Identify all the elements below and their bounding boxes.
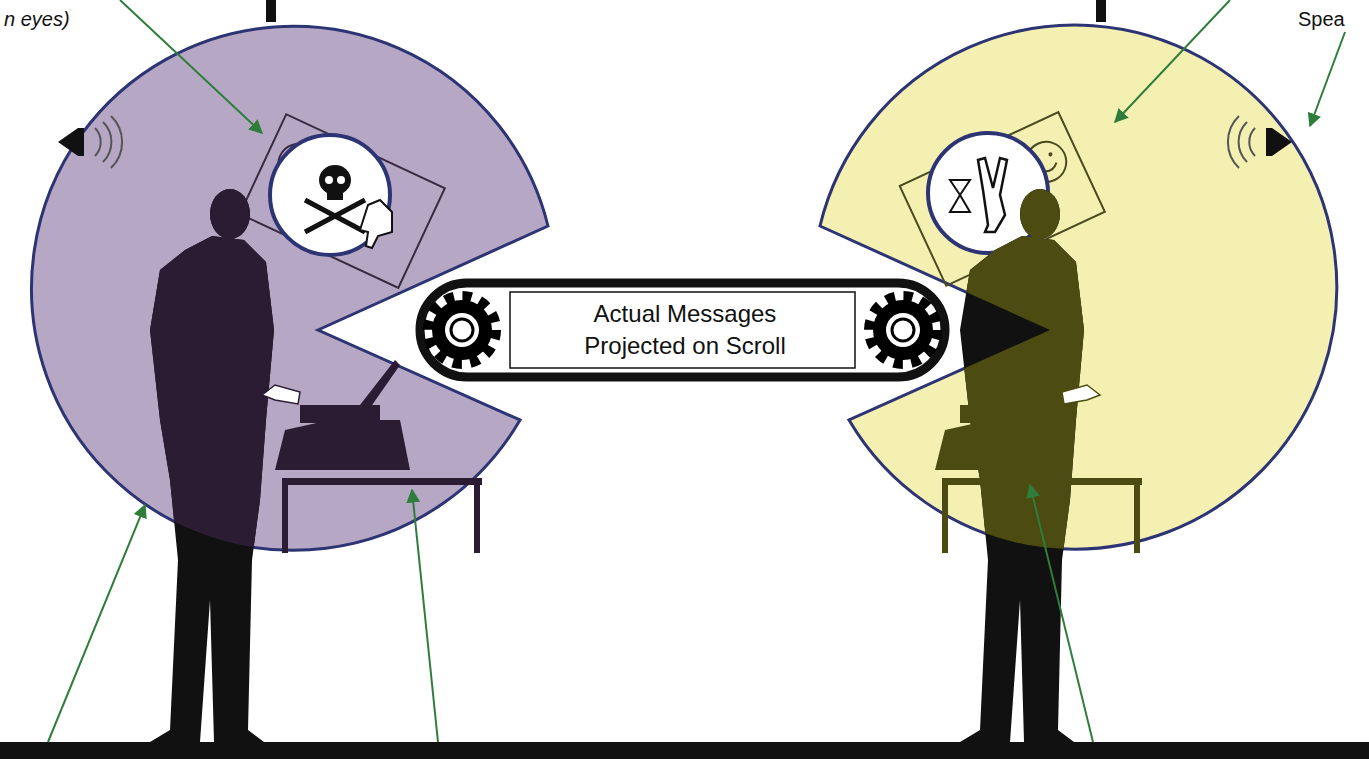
illustration-path [305,200,365,232]
illustration-rect [510,292,855,368]
illustration-line [120,0,262,133]
scroll-text: Actual Messages Projected on Scroll [565,298,805,362]
illustration-g [150,189,274,742]
illustration-g [58,116,122,168]
note-label: Spea [1298,8,1345,31]
illustration-rect [266,0,276,22]
illustration-path [950,180,970,212]
note-label: n eyes) [4,8,70,31]
illustration-path [1249,128,1255,156]
illustration-g [1228,116,1292,168]
illustration-path [95,128,101,156]
illustration-rect [327,190,343,200]
illustration-use [870,297,936,363]
illustration-path [1062,385,1100,404]
illustration-circle [1048,152,1053,157]
illustration-use [275,360,482,553]
illustration-path [1228,116,1239,168]
illustration-use [429,297,495,363]
illustration-path [58,128,84,156]
illustration-g [240,114,445,288]
illustration-path [103,122,111,162]
illustration-line [412,490,438,742]
illustration-circle [325,176,333,184]
illustration-path [1239,122,1247,162]
illustration-line [48,505,145,742]
illustration-g [305,165,365,232]
illustration-g [48,0,1345,742]
illustration-use [150,189,274,742]
illustration-rect [240,114,445,288]
illustration-path [978,158,1007,232]
illustration-path [111,116,122,168]
illustration-use [150,189,274,742]
illustration-rect [0,742,1369,759]
scroll-box: Actual Messages Projected on Scroll [505,286,865,374]
illustration-path [1266,128,1292,156]
illustration-line [1030,485,1093,742]
illustration-line [1310,32,1345,126]
illustration-use [935,360,1142,553]
illustration-path [360,200,392,248]
illustration-line [1115,0,1230,122]
illustration-path [262,385,300,404]
illustration-rect [1096,0,1106,22]
illustration-path [305,200,365,232]
illustration-rect [420,283,945,377]
illustration-circle [337,176,345,184]
